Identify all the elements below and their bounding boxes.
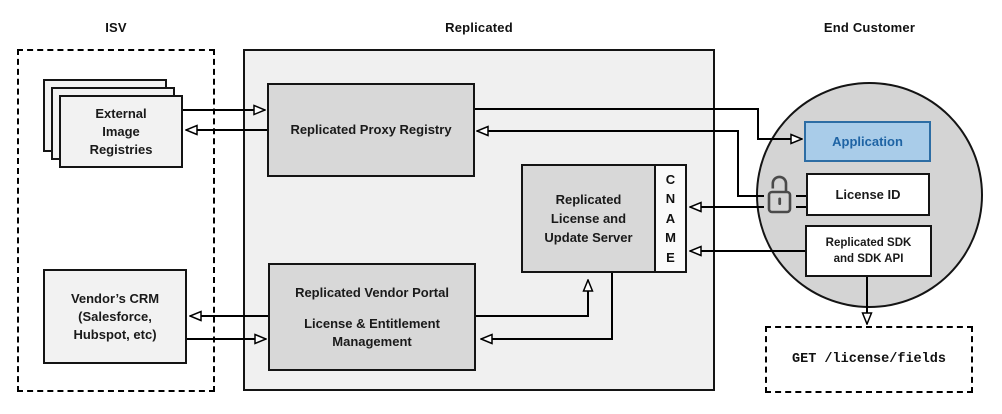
cname-label: CNAME bbox=[665, 171, 676, 265]
vendors-crm-label: Vendor’s CRM (Salesforce, Hubspot, etc) bbox=[70, 290, 160, 342]
license-update-server-label: Replicated License and Update Server bbox=[544, 192, 633, 245]
license-id-label: License ID bbox=[835, 186, 901, 202]
replicated-sdk-label: Replicated SDK and SDK API bbox=[825, 237, 912, 265]
node-license-update-server: Replicated License and Update Server bbox=[521, 164, 656, 273]
open-padlock-icon bbox=[764, 175, 796, 216]
node-vendors-crm: Vendor’s CRM (Salesforce, Hubspot, etc) bbox=[43, 269, 187, 364]
column-header-isv: ISV bbox=[105, 20, 127, 35]
get-license-fields-label: GET /license/fields bbox=[792, 352, 946, 367]
application-label: Application bbox=[832, 133, 903, 149]
node-get-license-fields: GET /license/fields bbox=[765, 326, 973, 393]
node-replicated-sdk: Replicated SDK and SDK API bbox=[805, 225, 932, 277]
node-license-id: License ID bbox=[806, 173, 930, 216]
node-proxy-registry: Replicated Proxy Registry bbox=[267, 83, 475, 177]
node-application: Application bbox=[804, 121, 931, 162]
proxy-registry-label: Replicated Proxy Registry bbox=[290, 122, 452, 137]
node-vendor-portal: Replicated Vendor Portal License & Entit… bbox=[268, 263, 476, 371]
vendor-portal-title: Replicated Vendor Portal bbox=[295, 284, 449, 300]
column-header-end-customer: End Customer bbox=[823, 20, 916, 35]
node-external-image-registries: External Image Registries bbox=[59, 95, 183, 168]
node-cname: CNAME bbox=[654, 164, 687, 273]
external-image-registries-label: External Image Registries bbox=[89, 105, 153, 157]
column-header-replicated: Replicated bbox=[445, 20, 513, 35]
vendor-portal-subtitle: License & Entitlement Management bbox=[304, 315, 440, 349]
